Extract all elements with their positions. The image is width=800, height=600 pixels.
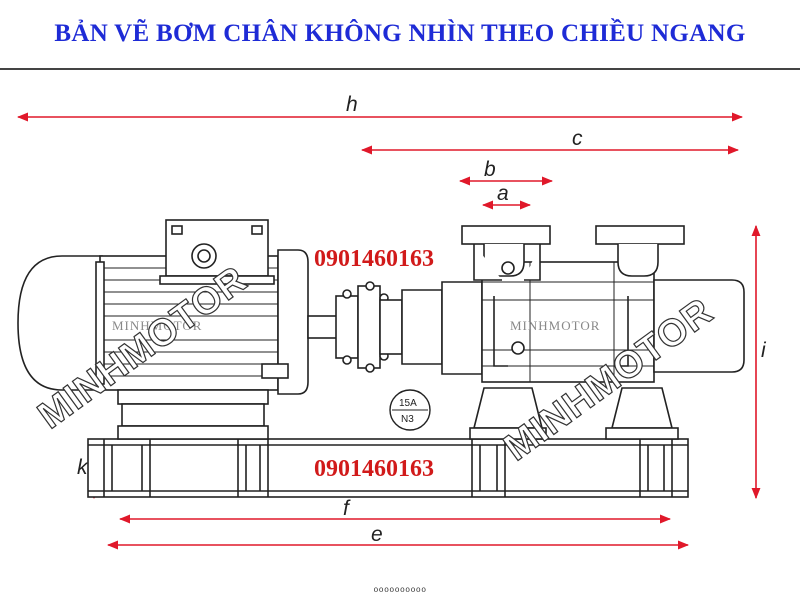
dim-label-h: h — [346, 93, 358, 116]
plate-line1: 15A — [399, 398, 417, 409]
dim-label-i: i — [761, 339, 767, 362]
dim-label-e: e — [371, 523, 383, 546]
dim-label-k: k — [77, 456, 89, 479]
coupling — [307, 281, 403, 373]
pump-drawing: h c b a i k f e — [16, 93, 767, 550]
base-frame — [87, 438, 689, 498]
dim-label-f: f — [343, 497, 351, 520]
title-bar: BẢN VẼ BƠM CHÂN KHÔNG NHÌN THEO CHIỀU NG… — [0, 0, 800, 70]
page-title: BẢN VẼ BƠM CHÂN KHÔNG NHÌN THEO CHIỀU NG… — [54, 20, 746, 47]
watermark-small-left: MINHMOTOR — [112, 318, 202, 333]
phone-number-top: 0901460163 — [314, 246, 434, 272]
dim-label-a: a — [497, 182, 509, 205]
rating-plate: 15A N3 — [389, 389, 431, 431]
dim-label-b: b — [484, 158, 496, 181]
dim-label-c: c — [572, 127, 583, 150]
phone-number-bottom: 0901460163 — [314, 456, 434, 482]
pump — [401, 225, 745, 440]
motor — [17, 219, 309, 440]
footer-code: oooooooooo — [373, 586, 427, 595]
watermark-small-center: MINHMOTOR — [510, 318, 600, 333]
plate-line2: N3 — [401, 414, 414, 425]
